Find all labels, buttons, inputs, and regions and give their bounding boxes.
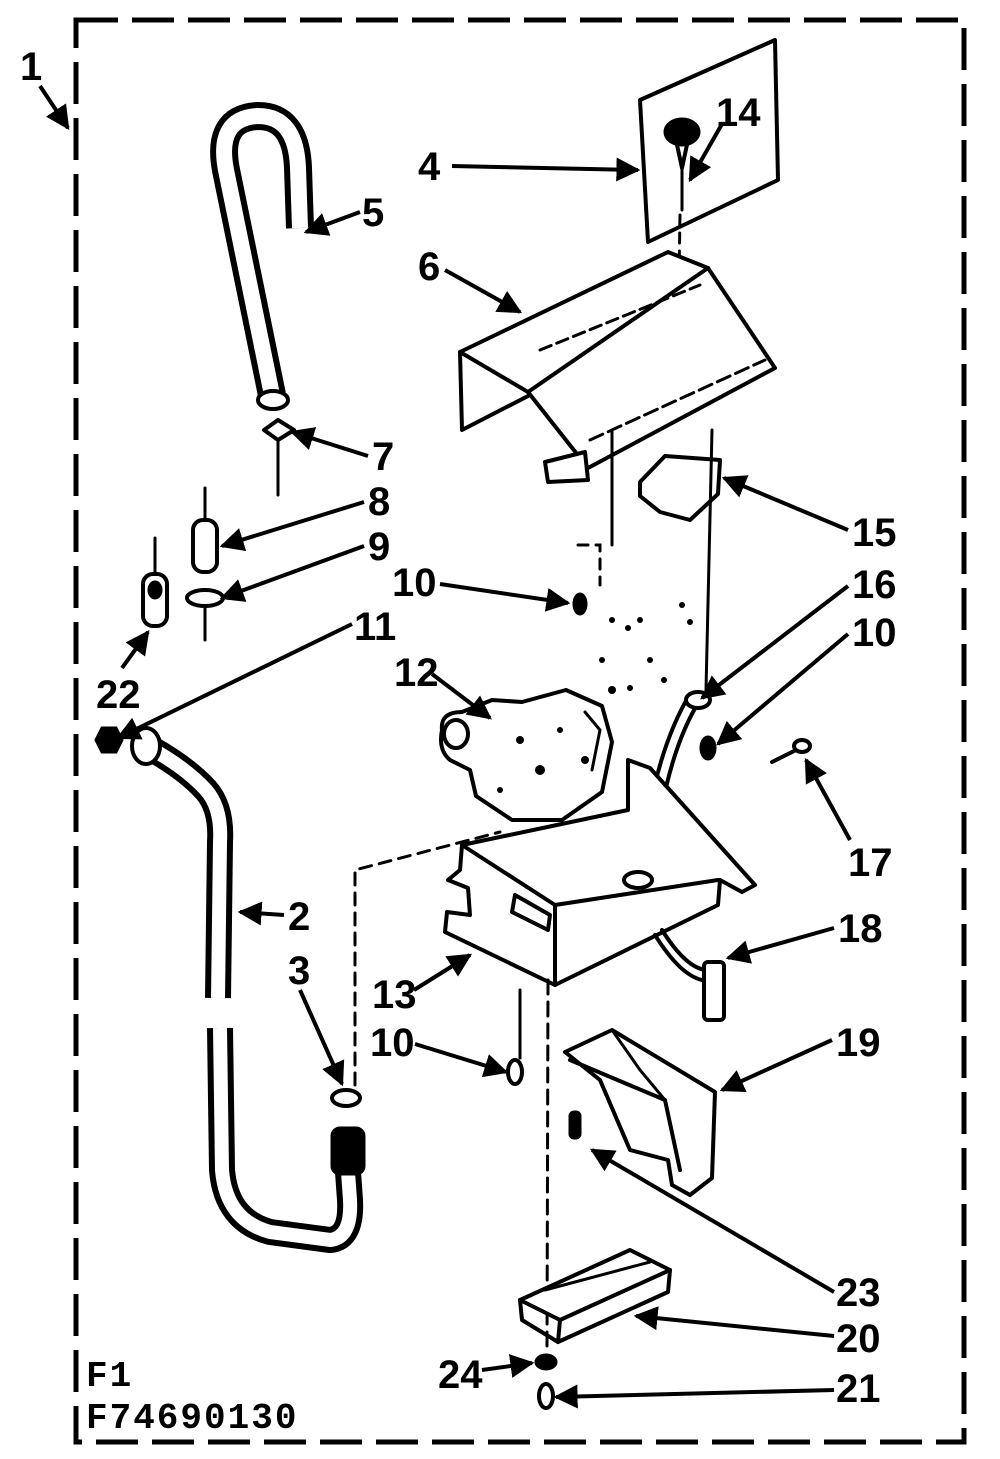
callout-10-lower: 10 [370, 1021, 415, 1065]
part-washer-top [262, 418, 296, 497]
figure-code: F74690130 [86, 1398, 298, 1439]
part-screw-bottom [537, 1382, 555, 1410]
part-bracket-small [576, 428, 722, 692]
callout-14: 14 [716, 91, 761, 135]
part-clamp [330, 830, 502, 1108]
callout-1: 1 [20, 45, 42, 89]
part-hose-main [130, 726, 366, 1254]
part-fitting [191, 486, 219, 574]
callout-20: 20 [836, 1317, 881, 1361]
callout-22: 22 [96, 673, 141, 717]
part-fitting-alt [141, 536, 169, 628]
callout-6: 6 [418, 245, 440, 289]
part-screw-guard [568, 1110, 582, 1140]
callout-18: 18 [838, 907, 883, 951]
callout-9: 9 [368, 525, 390, 569]
callout-4: 4 [418, 145, 441, 189]
part-washer [185, 588, 225, 642]
callout-3: 3 [288, 949, 310, 993]
callout-10-upper: 10 [392, 561, 437, 605]
part-channel [518, 1248, 672, 1344]
part-screw-lower [506, 1058, 524, 1086]
assembly-dashed-border [73, 17, 967, 1445]
callout-13: 13 [372, 973, 417, 1017]
part-connector [653, 928, 726, 1022]
callout-24: 24 [438, 1353, 483, 1397]
part-screw-right [699, 735, 717, 761]
wiring-specks [599, 602, 693, 694]
callout-16: 16 [852, 563, 897, 607]
part-washer-bottom [534, 1353, 558, 1371]
part-guard [563, 1028, 717, 1197]
part-hose-top [210, 101, 314, 411]
leader-lines [38, 84, 852, 1409]
part-valve [439, 688, 614, 822]
part-nut [94, 726, 124, 754]
callout-2: 2 [288, 895, 310, 939]
callout-21: 21 [836, 1367, 881, 1411]
part-screw-side [770, 738, 812, 764]
callout-12: 12 [394, 651, 439, 695]
callout-19: 19 [836, 1021, 881, 1065]
callout-5: 5 [362, 191, 384, 235]
callout-8: 8 [368, 480, 390, 524]
callout-17: 17 [848, 841, 893, 885]
figure-label: F1 [86, 1356, 133, 1397]
callout-10-right: 10 [852, 611, 897, 655]
callout-15: 15 [852, 511, 897, 555]
part-screw-upper [572, 592, 588, 616]
part-panel [638, 38, 780, 244]
callout-23: 23 [836, 1271, 881, 1315]
callout-11: 11 [354, 605, 396, 649]
part-cover [458, 250, 777, 484]
callout-7: 7 [372, 435, 394, 479]
